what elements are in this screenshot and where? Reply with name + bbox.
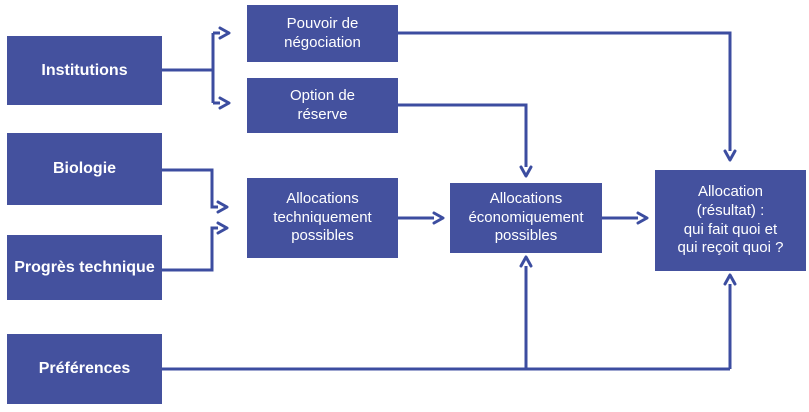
- node-allocations-techniquement-possibles: Allocations techniquement possibles: [247, 178, 398, 258]
- node-allocation-resultat: Allocation (résultat) : qui fait quoi et…: [655, 170, 806, 271]
- edge-institutions-trunk: [162, 33, 215, 103]
- edge-progres-to-alloc-tech: [162, 221, 229, 272]
- node-institutions: Institutions: [7, 36, 162, 105]
- edge-pouvoir-to-resultat: [398, 31, 737, 162]
- node-progres-technique: Progrès technique: [7, 235, 162, 300]
- node-pouvoir-negociation: Pouvoir de négociation: [247, 5, 398, 62]
- node-biologie: Biologie: [7, 133, 162, 205]
- edge-option-to-alloc-eco: [398, 103, 533, 178]
- node-preferences: Préférences: [7, 334, 162, 404]
- node-allocations-economiquement-possibles: Allocations économiquement possibles: [450, 183, 602, 253]
- edge-biologie-to-alloc-tech: [162, 168, 229, 214]
- node-option-reserve: Option de réserve: [247, 78, 398, 133]
